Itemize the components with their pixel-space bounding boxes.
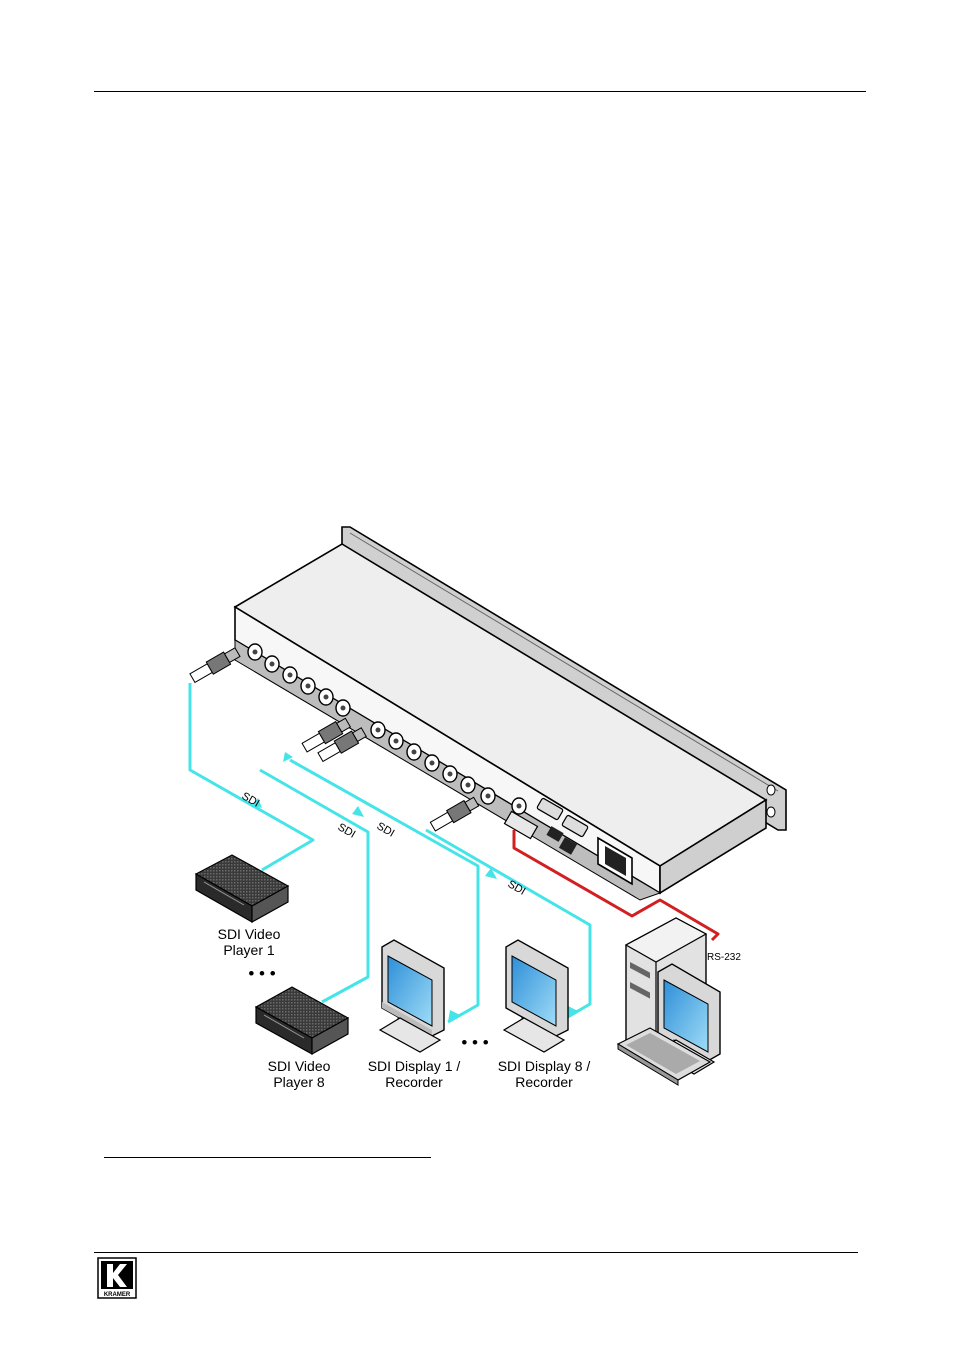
matrix-switcher — [235, 527, 786, 900]
label-display1-line2: Recorder — [385, 1074, 443, 1090]
pc-computer — [618, 918, 720, 1085]
ellipsis-players: • • • — [248, 964, 275, 983]
arrow-down-display1 — [352, 806, 364, 817]
sdi-video-player-1 — [196, 855, 288, 922]
logo-text: KRAMER — [104, 1292, 131, 1298]
label-display8-line2: Recorder — [515, 1074, 573, 1090]
sdi-display-1 — [380, 940, 444, 1052]
label-rs232: RS-232 — [707, 952, 741, 963]
kramer-logo: KRAMER — [97, 1257, 137, 1299]
label-player8-line2: Player 8 — [273, 1074, 325, 1090]
label-player1-line1: SDI Video — [218, 926, 281, 942]
footer-rule — [94, 1252, 858, 1253]
label-player1-line2: Player 1 — [223, 942, 275, 958]
sdi-cable-player1 — [190, 683, 313, 870]
label-display1-line1: SDI Display 1 / — [368, 1058, 461, 1074]
footnote-rule — [104, 1157, 431, 1158]
label-sdi-display1: SDI — [375, 820, 397, 840]
label-display8-line1: SDI Display 8 / — [498, 1058, 591, 1074]
sdi-display-8 — [504, 940, 568, 1052]
ellipsis-displays: • • • — [461, 1033, 488, 1052]
label-sdi-display8: SDI — [506, 878, 528, 898]
label-player8-line1: SDI Video — [268, 1058, 331, 1074]
